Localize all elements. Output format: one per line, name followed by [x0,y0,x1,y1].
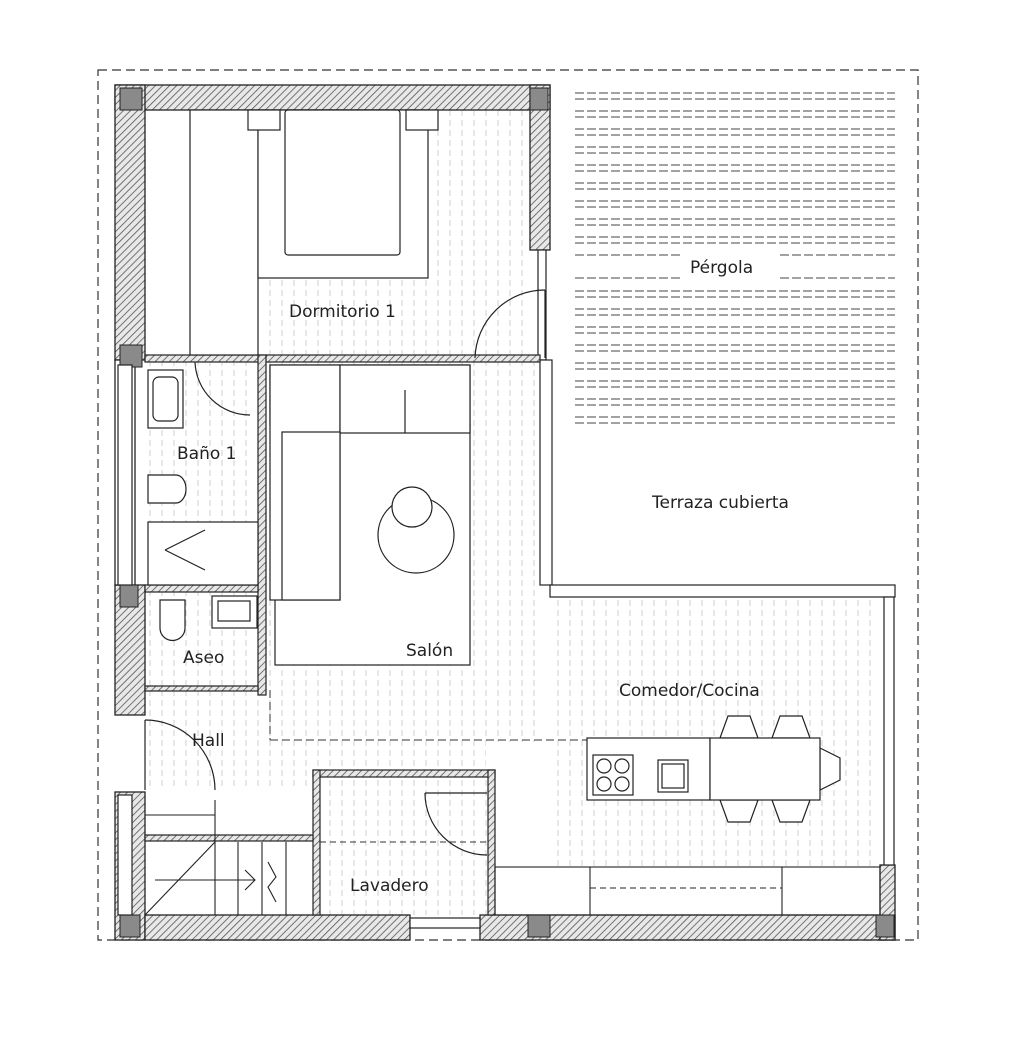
room-label-comedor: Comedor/Cocina [619,681,760,701]
structural-columns [119,87,895,938]
room-label-dormitorio: Dormitorio 1 [289,302,396,322]
interior-walls [144,354,541,916]
chair [391,486,433,528]
room-label-salon: Salón [406,641,453,661]
room-label-hall: Hall [192,731,225,751]
pergola-slats [575,92,895,424]
kitchen-island [586,715,841,823]
windows [117,249,896,929]
bed [189,109,439,356]
doors [144,289,546,856]
bathroom-fixtures [147,369,259,642]
room-label-lavadero: Lavadero [350,876,429,896]
room-label-bano: Baño 1 [177,444,236,464]
kitchen-counter [494,866,881,916]
room-label-terraza: Terraza cubierta [651,493,789,513]
room-label-aseo: Aseo [183,648,224,668]
room-label-pergola: Pérgola [690,258,753,278]
sofa [269,364,471,666]
staircase [144,800,287,916]
